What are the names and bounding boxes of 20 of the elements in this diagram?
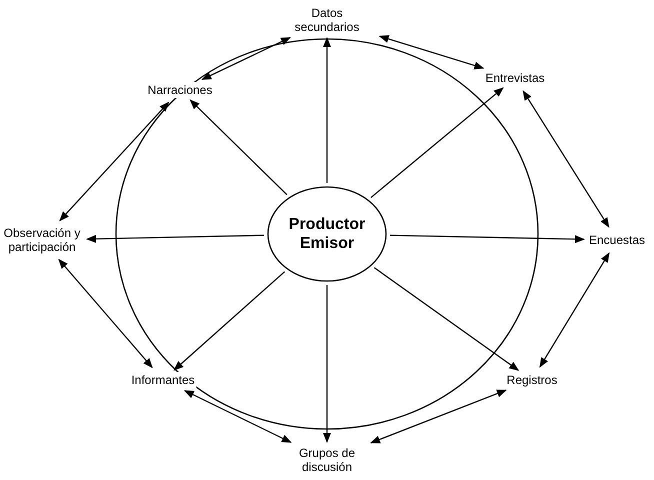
double-arrow [370,390,507,444]
method-label: Registros [504,372,560,388]
arrow [323,285,331,443]
arrow [390,234,585,244]
double-arrow [522,90,610,228]
double-arrow [58,258,153,368]
center-label: Productor Emisor [288,215,366,253]
center-ellipse [267,186,387,282]
double-arrow [378,35,484,70]
arrow [86,234,264,243]
arrow [374,267,520,371]
method-label: Narraciones [146,82,214,98]
double-arrow [184,390,292,443]
arrow [173,271,286,371]
double-arrow [539,252,610,368]
double-arrow [201,37,291,80]
arrow [323,37,331,183]
arrow [370,87,504,198]
double-arrow [59,102,170,222]
arrow [190,99,288,196]
